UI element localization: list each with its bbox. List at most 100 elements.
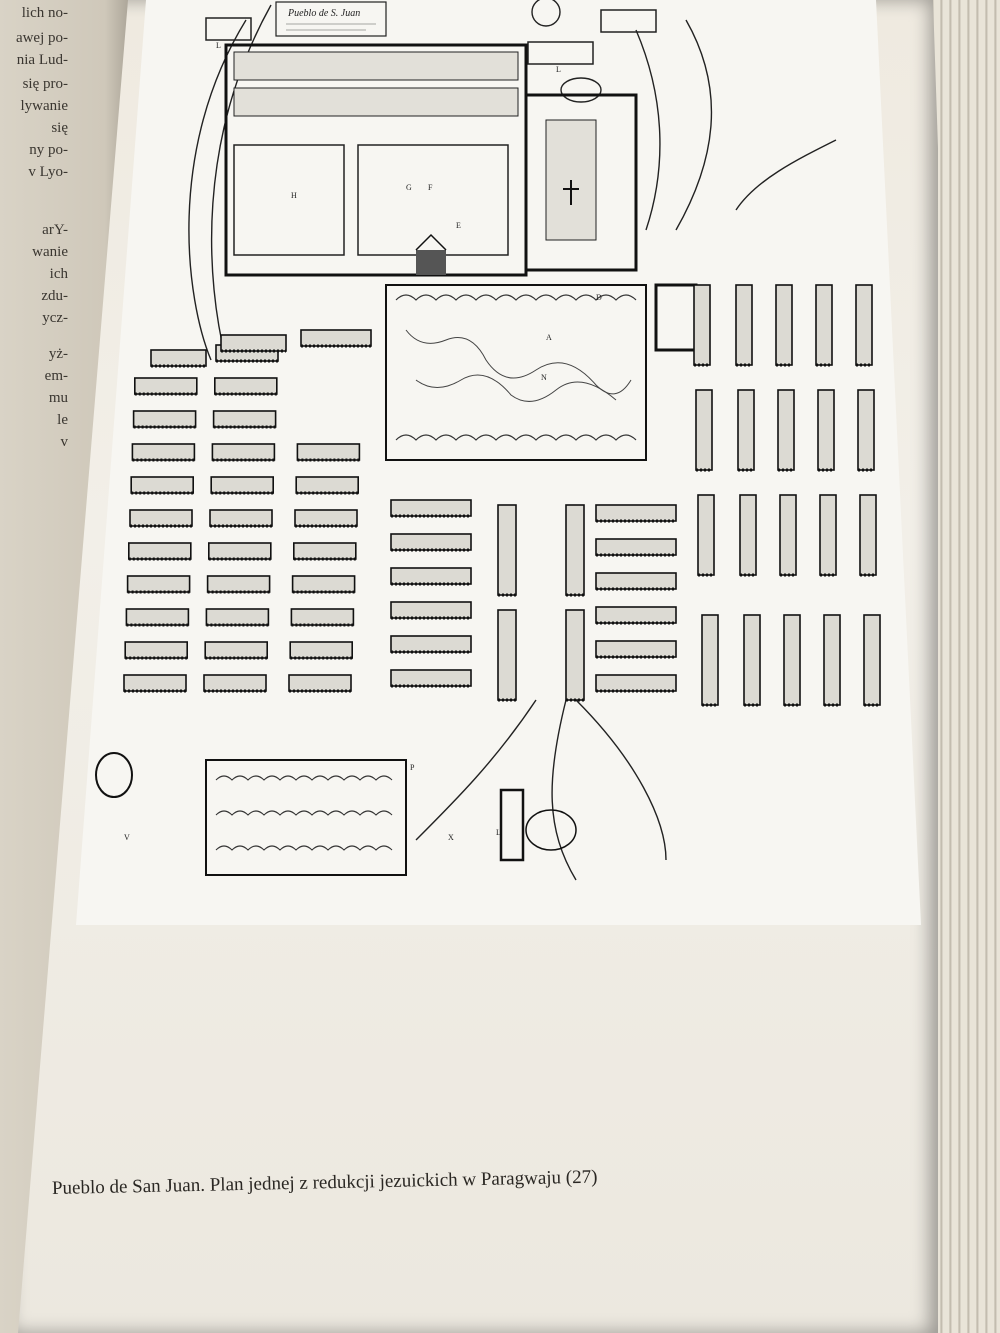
house-block [497,504,517,596]
house-block [819,494,837,576]
legend-letter-a: A [546,333,552,342]
house-block [743,614,761,706]
house-block [210,476,274,494]
left-page-text-fragment: le [57,412,68,428]
house-block [150,349,207,367]
house-block [203,674,267,692]
legend-letter-d: D [596,293,602,302]
house-block [124,641,189,659]
map-title-banner: Pueblo de S. Juan [275,1,387,37]
house-block [288,674,352,692]
enclosure-circle [525,809,577,851]
house-block [857,389,875,471]
left-page-text-fragment: nia Lud- [16,52,68,68]
house-block [855,284,873,366]
house-block [212,410,277,428]
legend-letter-v: V [124,833,130,842]
house-block [565,504,585,596]
legend-letter-l: L [556,65,561,74]
left-page-text-fragment: zdu- [41,288,68,304]
house-block [863,614,881,706]
house-block [697,494,715,576]
house-block [595,572,677,590]
left-page-text-fragment: em- [44,368,68,384]
map-plate: Pueblo de S. Juan [76,0,921,925]
house-block [777,389,795,471]
house-block [859,494,877,576]
house-block [294,509,358,527]
house-block [129,509,193,527]
map-title: Pueblo de S. Juan [287,8,360,19]
left-page-text-fragment: yż- [48,346,68,362]
left-page-text-fragment: ycz- [42,310,68,326]
legend-letter-l: L [216,41,221,50]
house-block [290,608,355,626]
small-outbuilding [499,788,525,862]
house-block [695,389,713,471]
house-block [739,494,757,576]
left-page-text-fragment: awej po- [15,30,68,46]
cemetery-enclosure [654,283,698,352]
house-block [291,575,356,593]
legend-letter-n: N [541,373,547,382]
house-block [595,640,677,658]
left-page-text-fragment: ich [49,266,68,282]
house-block [130,476,195,494]
house-block [565,609,585,701]
house-block [293,542,357,560]
house-block [205,608,270,626]
house-block [204,641,268,659]
house-block [817,389,835,471]
house-block [390,567,472,585]
house-block [390,635,472,653]
house-block [126,575,191,593]
house-block [390,601,472,619]
left-page-text-fragment: v Lyo- [28,164,68,180]
house-block [296,443,361,461]
settlement-plan-illustration: Pueblo de S. Juan [95,0,881,881]
house-block [701,614,719,706]
left-page-text-fragment: arY- [42,222,68,238]
house-block [133,377,198,395]
left-page-text-fragment: się [51,120,68,136]
church-complex: H G F E L L [216,41,638,277]
house-block [783,614,801,706]
house-block [775,284,793,366]
house-block [208,542,272,560]
house-block [300,329,372,347]
house-block [497,609,517,701]
house-block [132,410,197,428]
figure-caption: Pueblo de San Juan. Plan jednej z redukc… [51,1166,598,1199]
house-block [390,499,472,517]
legend-letter-l: L [496,828,501,837]
house-blocks [123,284,881,707]
left-page-text-fragment: mu [48,390,68,406]
house-block [595,674,677,692]
house-block [595,538,677,556]
well [95,752,133,798]
house-block [209,509,273,527]
house-block [127,542,192,560]
left-page-text-fragment: wanie [32,244,68,260]
house-block [735,284,753,366]
legend-letter-g: G [406,183,412,192]
left-page-text-fragment: się pro- [22,76,68,92]
house-block [779,494,797,576]
house-block [295,476,359,494]
house-block [214,377,278,395]
book-page: Pueblo de S. Juan [18,0,938,1333]
house-block [289,641,353,659]
house-block [206,575,271,593]
left-page-text-fragment: ny po- [29,142,68,158]
left-page-text-fragment: lich no- [21,5,68,21]
house-block [390,669,472,687]
legend-letter-e: E [456,221,461,230]
house-block [815,284,833,366]
legend-letter-p: P [410,763,415,772]
legend-letter-f: F [428,183,433,192]
house-block [693,284,711,366]
house-block [125,608,190,626]
top-outbuildings [205,0,657,103]
legend-letter-x: X [448,833,454,842]
house-block [211,443,276,461]
